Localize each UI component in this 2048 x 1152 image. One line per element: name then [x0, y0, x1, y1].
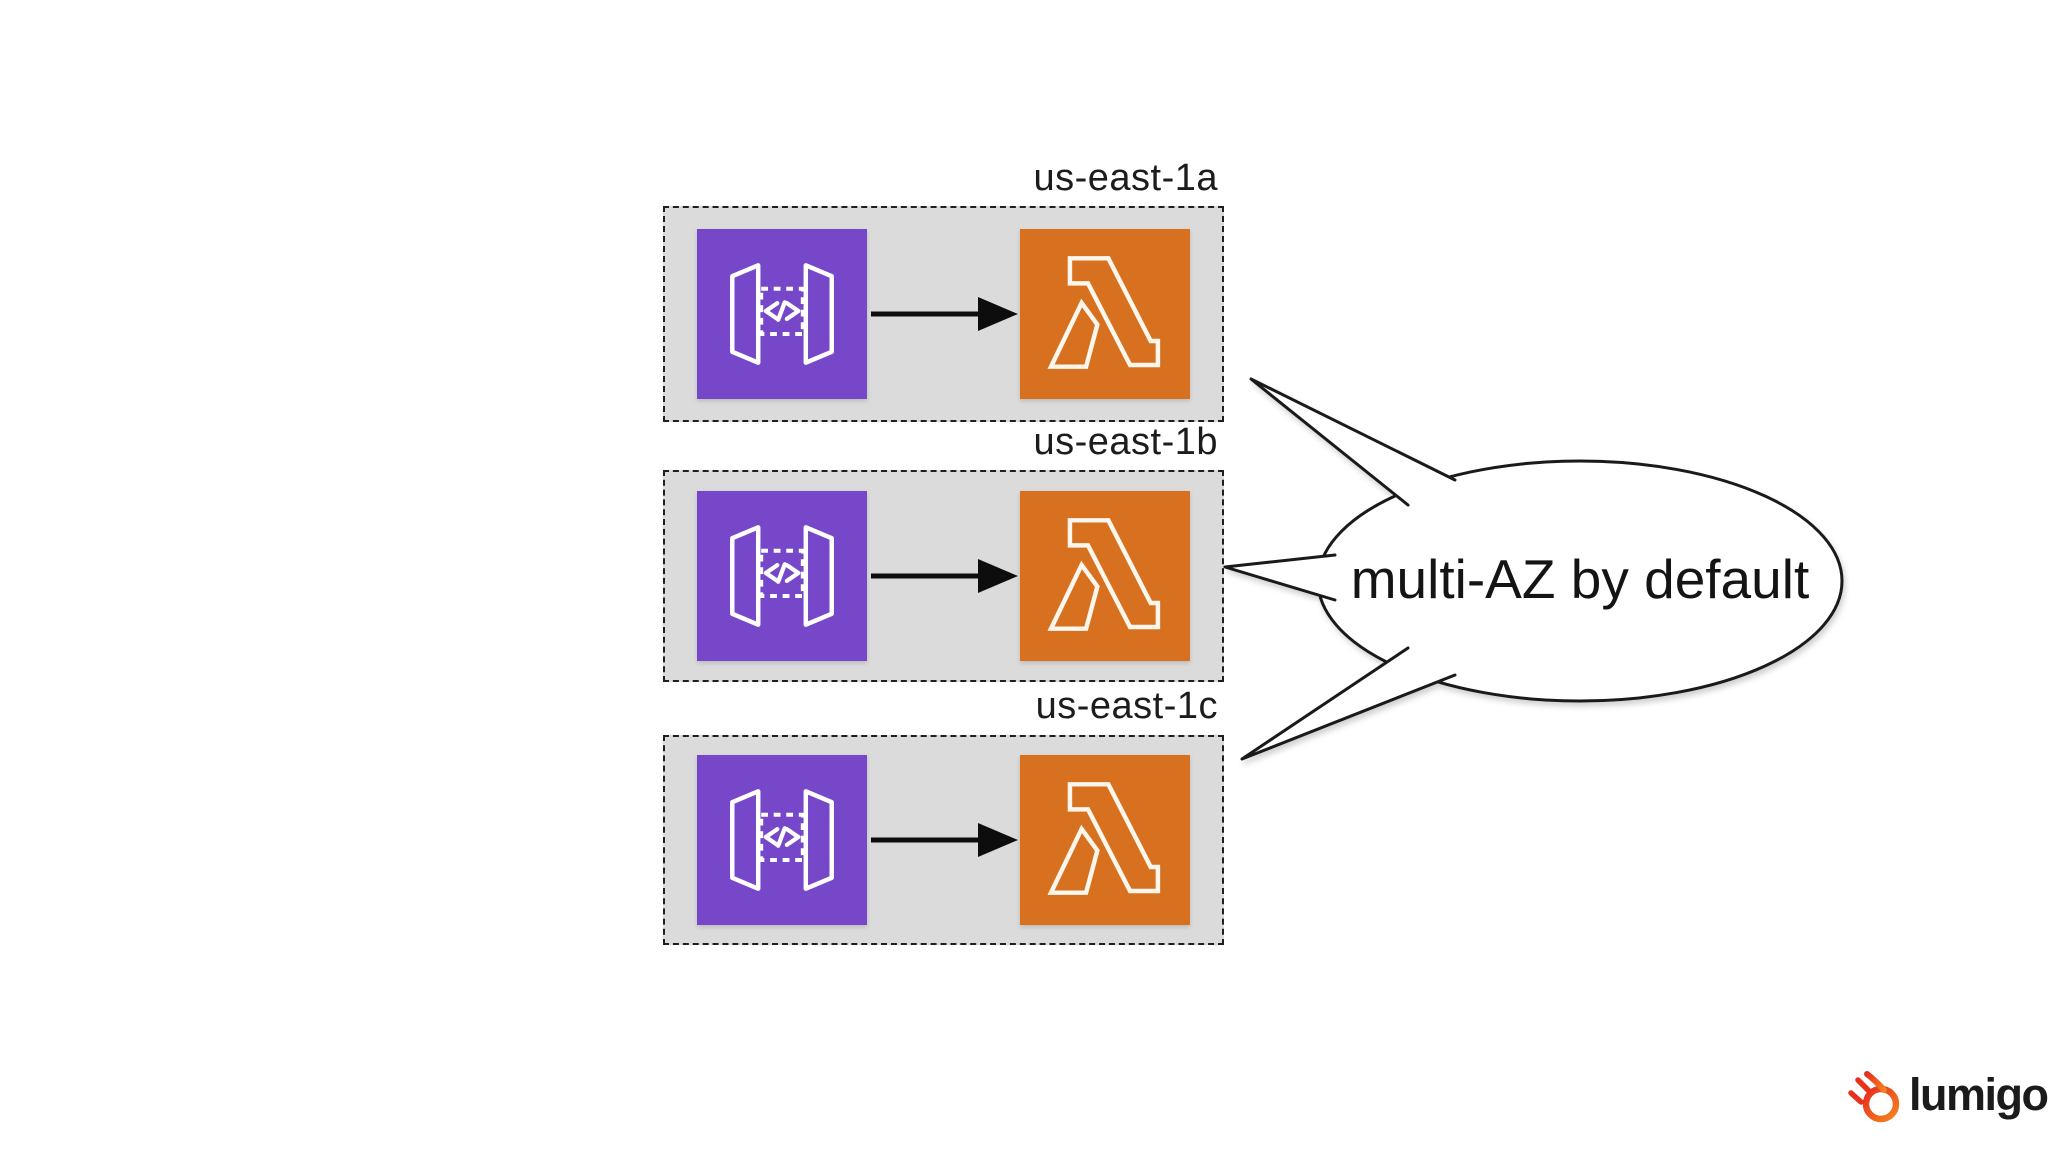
lumigo-comet-icon	[1848, 1071, 1900, 1123]
lambda-icon	[1020, 229, 1190, 399]
callout-bubble	[1223, 377, 1844, 761]
callout-text: multi-AZ by default	[1350, 548, 1810, 610]
lumigo-wordmark: lumigo	[1909, 1069, 2048, 1120]
api-gateway-icon	[697, 755, 867, 925]
api-gateway-icon	[697, 491, 867, 661]
api-gateway-icon	[697, 229, 867, 399]
lambda-icon	[1020, 491, 1190, 661]
az-zone-box	[663, 470, 1224, 682]
az-zone-label: us-east-1c	[1035, 685, 1218, 727]
az-zone-label: us-east-1a	[1033, 157, 1218, 199]
lumigo-logo: lumigo	[1846, 1063, 2048, 1127]
arrow-icon	[870, 297, 1018, 331]
lambda-icon	[1020, 755, 1190, 925]
arrow-icon	[870, 823, 1018, 857]
az-zone-label: us-east-1b	[1033, 421, 1218, 463]
az-zone-box	[663, 735, 1224, 945]
arrow-icon	[870, 559, 1018, 593]
az-zone-box	[663, 206, 1224, 422]
